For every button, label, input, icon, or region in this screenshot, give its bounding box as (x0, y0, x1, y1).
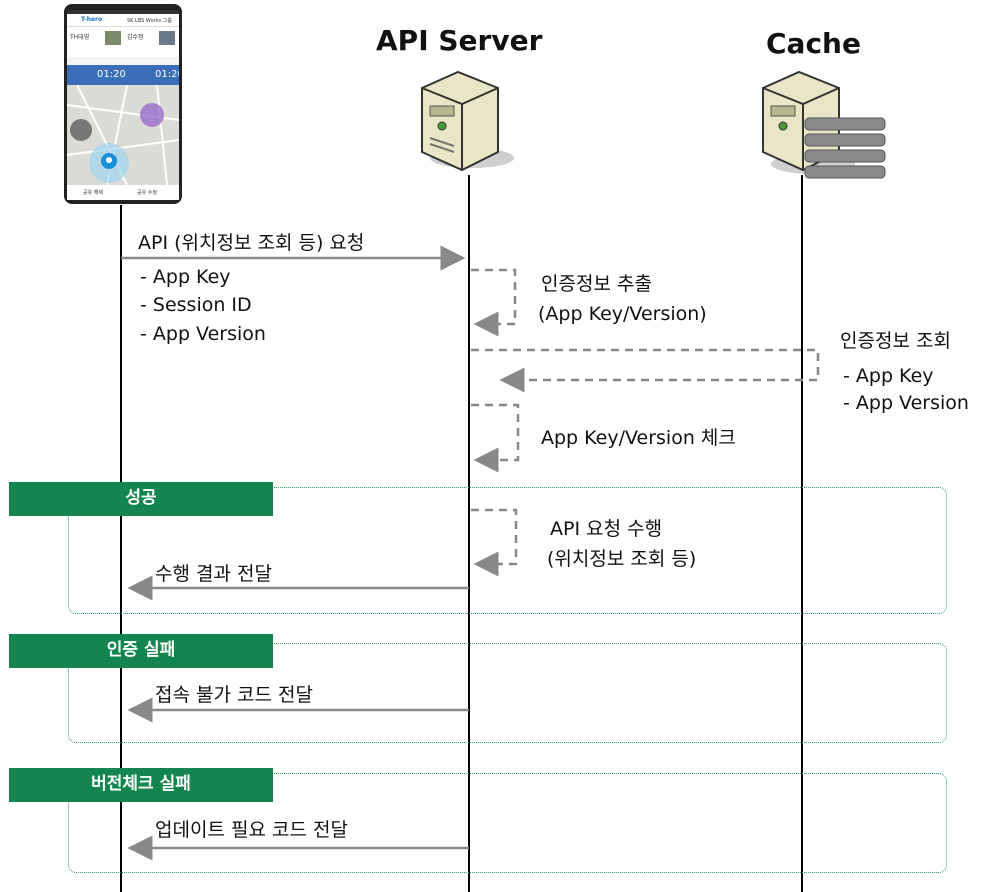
avatar (105, 31, 121, 45)
fragment-auth-fail-box (68, 643, 947, 743)
request-label: API (위치정보 조회 등) 요청 (138, 232, 365, 254)
arrow-extract (471, 268, 517, 337)
request-param: - Session ID (140, 294, 252, 316)
extract-label: 인증정보 추출 (541, 273, 652, 295)
person-2: 김수정 (127, 34, 144, 41)
check-label: App Key/Version 체크 (541, 427, 736, 449)
fragment-version-fail-label: 버전체크 실패 (9, 768, 273, 802)
success-return-label: 수행 결과 전달 (155, 563, 272, 585)
fragment-success-box (68, 487, 947, 614)
database-stack-icon (804, 117, 886, 179)
perform-sublabel: (위치정보 조회 등) (547, 548, 697, 570)
fragment-success-label: 성공 (9, 482, 273, 516)
arrow-perform (471, 508, 518, 577)
request-param: - App Key (140, 266, 231, 288)
server-title: API Server (376, 24, 543, 57)
version-fail-return-label: 업데이트 필요 코드 전달 (155, 819, 348, 841)
arrow-check (471, 403, 520, 473)
btn-stop-share: 공유 해제 (83, 190, 103, 196)
app-name: T-hero (81, 16, 103, 23)
fragment-auth-fail-label: 인증 실패 (9, 634, 273, 668)
request-param: - App Version (140, 323, 266, 345)
person-1: TH대영 (70, 34, 90, 41)
timer-2: 01:20 (155, 69, 179, 80)
perform-label: API 요청 수행 (550, 518, 663, 540)
people-row: TH대영 김수정 (67, 27, 179, 57)
lookup-param: - App Version (843, 392, 969, 414)
group-name: SK LBS Works 그룹 (127, 18, 172, 24)
app-header: T-hero SK LBS Works 그룹 (67, 14, 179, 27)
timer-bar: 01:20 01:20 (67, 65, 179, 85)
btn-edit-share: 공유 수정 (137, 190, 157, 196)
cache-icon (762, 70, 886, 179)
client-phone: T-hero SK LBS Works 그룹 TH대영 김수정 01:20 01… (64, 4, 182, 204)
fragment-version-fail-box (68, 773, 947, 873)
phone-screen: T-hero SK LBS Works 그룹 TH대영 김수정 01:20 01… (67, 10, 179, 200)
arrow-lookup (471, 348, 820, 393)
lookup-param: - App Key (843, 365, 934, 387)
cache-title: Cache (766, 27, 861, 60)
auth-fail-return-label: 접속 불가 코드 전달 (155, 684, 313, 706)
map-view (67, 85, 179, 185)
server-icon (421, 70, 514, 172)
phone-bottom-bar: 공유 해제 공유 수정 (67, 185, 179, 200)
extract-sublabel: (App Key/Version) (538, 303, 707, 325)
lookup-label: 인증정보 조회 (840, 330, 951, 352)
avatar (159, 31, 175, 45)
timer-1: 01:20 (97, 69, 126, 80)
